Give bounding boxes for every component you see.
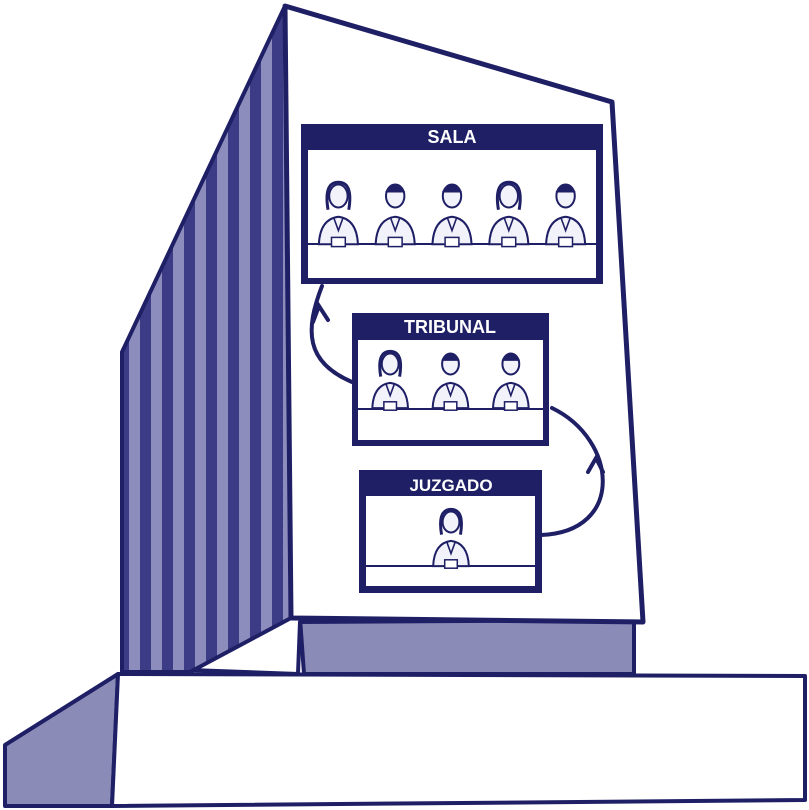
panel-tribunal-title: TRIBUNAL	[404, 317, 496, 337]
person-figure	[488, 180, 530, 248]
connector-juzgado-to-tribunal	[539, 406, 605, 537]
base-top-face	[110, 672, 807, 808]
arrowhead-up-left	[311, 301, 330, 324]
building-base	[3, 672, 807, 808]
flow-connectors	[309, 284, 605, 537]
panel-tribunal: TRIBUNAL	[352, 313, 549, 446]
panel-juzgado-title: JUZGADO	[409, 476, 492, 495]
person-figure	[491, 352, 530, 411]
base-side-face	[3, 672, 120, 808]
plinth-block	[298, 616, 636, 676]
person-figure	[374, 183, 416, 248]
arrowhead-up-right	[586, 453, 605, 474]
connector-tribunal-to-sala	[309, 284, 354, 384]
panel-sala-title: SALA	[428, 127, 477, 147]
panel-sala: SALA	[301, 124, 603, 284]
person-figure	[431, 352, 470, 411]
striped-side-wall	[120, 4, 293, 674]
person-figure	[371, 349, 410, 411]
person-figure	[431, 183, 473, 248]
person-figure	[317, 180, 359, 248]
panel-juzgado: JUZGADO	[359, 470, 542, 593]
person-figure	[545, 183, 587, 248]
person-figure	[432, 507, 470, 569]
